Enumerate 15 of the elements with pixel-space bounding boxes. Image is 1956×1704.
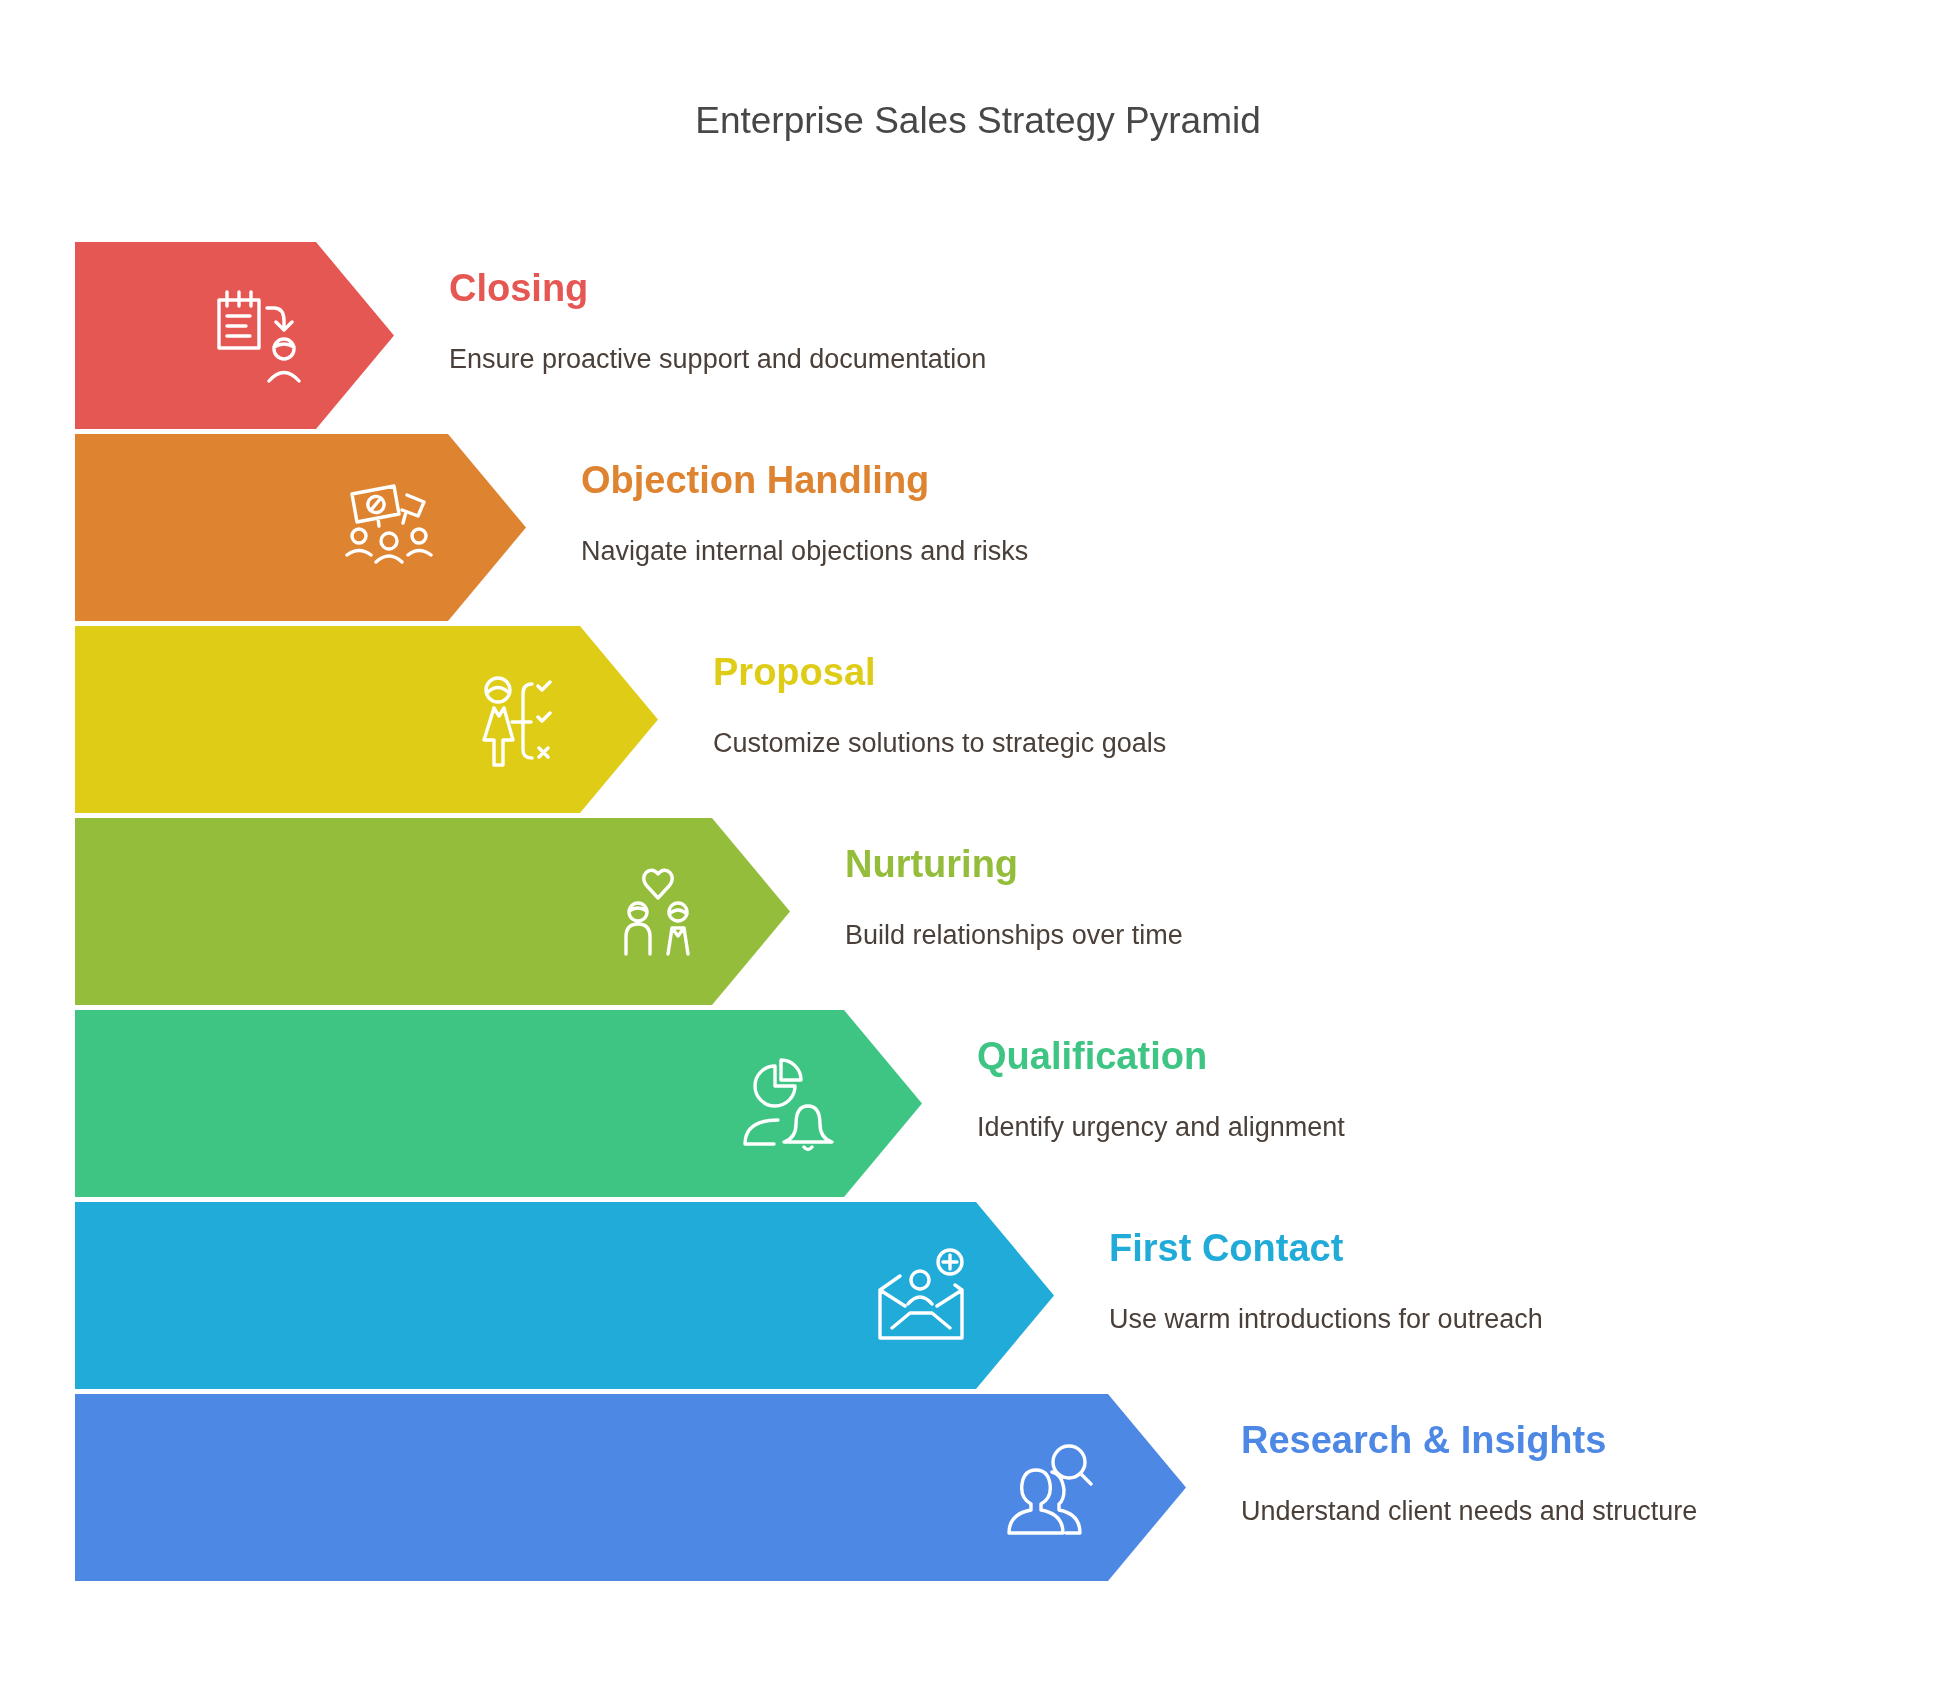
step-description: Ensure proactive support and documentation <box>449 343 987 376</box>
step-heading: Qualification <box>977 1034 1208 1079</box>
step-description: Identify urgency and alignment <box>977 1111 1345 1144</box>
step-description: Customize solutions to strategic goals <box>713 727 1167 760</box>
step-description: Navigate internal objections and risks <box>581 535 1029 568</box>
step-heading: Objection Handling <box>581 458 930 503</box>
step-description: Understand client needs and structure <box>1241 1495 1698 1528</box>
step-heading: Nurturing <box>845 842 1019 887</box>
diagram-title: Enterprise Sales Strategy Pyramid <box>694 99 1262 143</box>
step-heading: Research & Insights <box>1241 1418 1607 1463</box>
step-description: Use warm introductions for outreach <box>1109 1303 1543 1336</box>
step-description: Build relationships over time <box>845 919 1183 952</box>
step-heading: First Contact <box>1109 1226 1344 1271</box>
step-heading: Proposal <box>713 650 876 695</box>
step-heading: Closing <box>449 266 589 311</box>
